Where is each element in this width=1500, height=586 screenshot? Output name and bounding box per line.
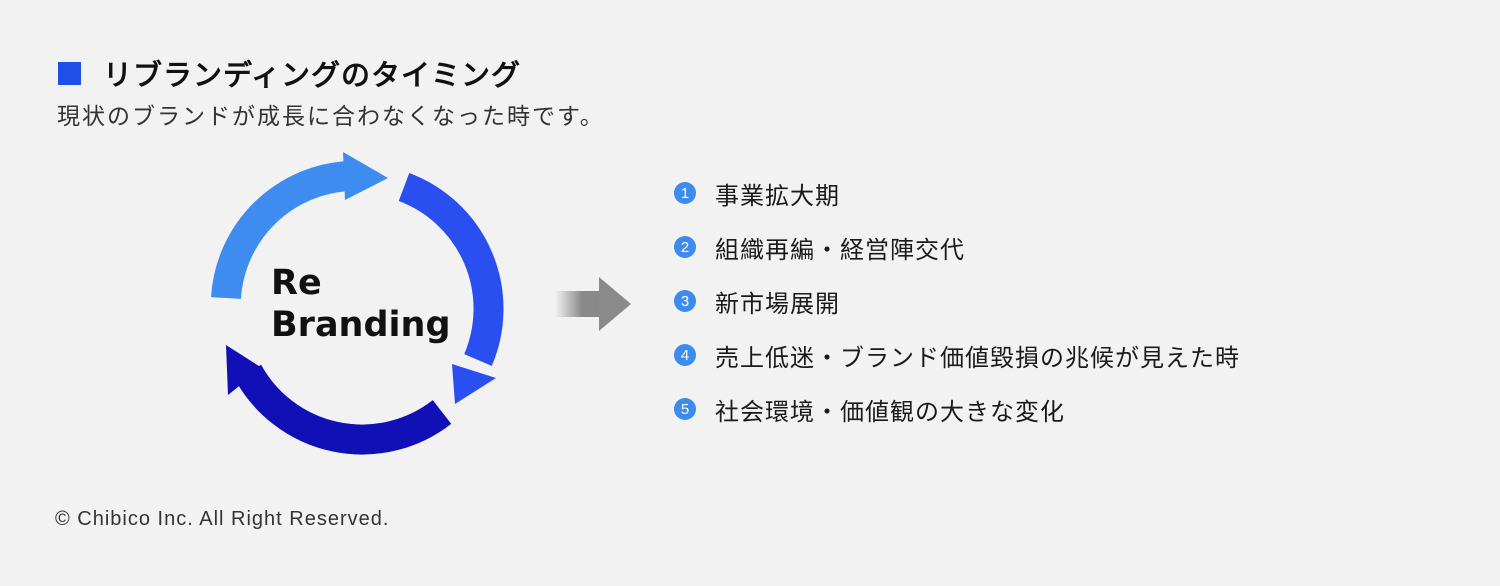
timing-list: 1 事業拡大期 2 組織再編・経営陣交代 3 新市場展開 4 売上低迷・ブランド… <box>674 174 1240 444</box>
list-item-text: 組織再編・経営陣交代 <box>715 235 965 264</box>
list-item-text: 事業拡大期 <box>715 181 840 210</box>
list-item: 2 組織再編・経営陣交代 <box>674 228 1240 266</box>
cycle-arrow-light-icon <box>211 152 388 300</box>
cycle-label-line2: Branding <box>271 305 451 345</box>
number-badge: 5 <box>674 398 696 420</box>
number-badge: 4 <box>674 344 696 366</box>
number-badge: 2 <box>674 236 696 258</box>
list-item-text: 社会環境・価値観の大きな変化 <box>715 397 1065 426</box>
cycle-arrow-medium-icon <box>398 172 504 404</box>
list-item-text: 売上低迷・ブランド価値毀損の兆候が見えた時 <box>715 343 1240 372</box>
right-arrow-icon <box>555 277 631 331</box>
list-item: 4 売上低迷・ブランド価値毀損の兆候が見えた時 <box>674 336 1240 374</box>
cycle-label-line1: Re <box>271 263 322 303</box>
cycle-label: Re Branding <box>271 262 451 346</box>
list-item: 3 新市場展開 <box>674 282 1240 320</box>
list-item: 5 社会環境・価値観の大きな変化 <box>674 390 1240 428</box>
list-item-text: 新市場展開 <box>715 289 840 318</box>
cycle-arrow-dark-icon <box>226 345 452 455</box>
list-item: 1 事業拡大期 <box>674 174 1240 212</box>
number-badge: 3 <box>674 290 696 312</box>
rebranding-cycle-diagram <box>211 152 504 455</box>
subtitle: 現状のブランドが成長に合わなくなった時です。 <box>57 104 605 130</box>
number-badge: 1 <box>674 182 696 204</box>
section-header: リブランディングのタイミング <box>58 52 521 94</box>
copyright-footer: © Chibico Inc. All Right Reserved. <box>55 508 390 530</box>
title-square-icon <box>58 61 81 85</box>
page-title: リブランディングのタイミング <box>103 58 521 92</box>
